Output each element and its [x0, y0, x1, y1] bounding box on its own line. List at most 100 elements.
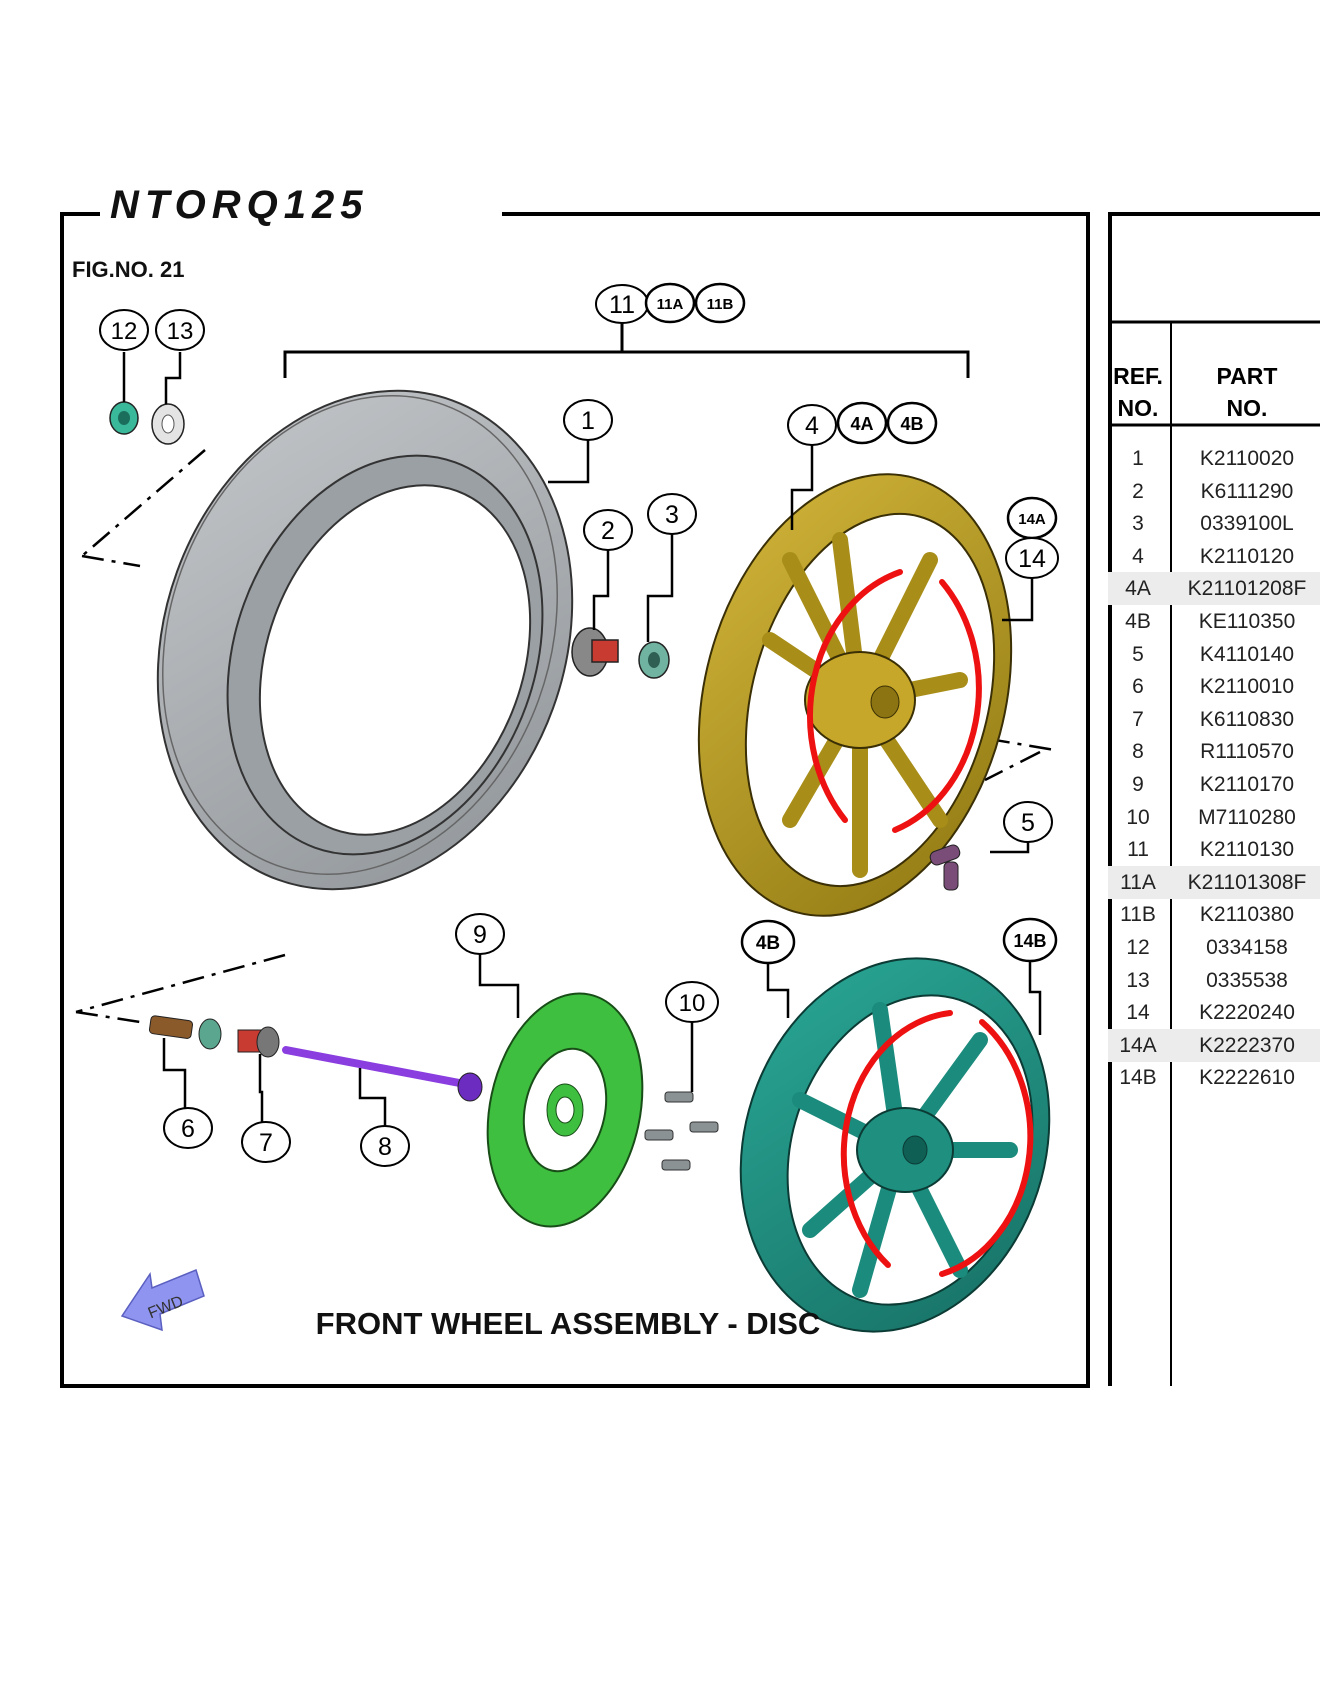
callout-4b-text: 4B	[900, 414, 923, 434]
ref-no-cell: 14	[1126, 1001, 1150, 1025]
part-no-cell: 0334158	[1206, 936, 1288, 959]
callout-12: 12	[99, 309, 149, 351]
callout-5-text: 5	[1021, 809, 1035, 837]
part-no-cell: K2110120	[1199, 544, 1295, 568]
callout-6-text: 6	[181, 1115, 195, 1143]
ref-no-cell: 10	[1126, 805, 1150, 829]
callout-9: 9	[455, 913, 505, 955]
part-no-cell: K2220240	[1199, 1001, 1295, 1025]
ref-no-cell: 6	[1132, 675, 1144, 699]
part-no-cell: K6111290	[1200, 479, 1294, 503]
callout-14a: 14A	[1006, 496, 1058, 540]
callout-11-text: 11	[609, 291, 635, 319]
part-no-cell: K6110830	[1199, 707, 1295, 731]
ref-no-cell: 12	[1126, 936, 1150, 959]
fwd-arrow-icon: FWD	[120, 1268, 205, 1332]
header-part-line2: NO.	[1226, 395, 1268, 421]
callout-11a-text: 11A	[657, 296, 684, 313]
valve-5	[929, 844, 961, 891]
tyre	[156, 389, 574, 891]
gold-wheel-4	[697, 473, 1013, 917]
ref-no-cell: 4B	[1125, 610, 1151, 633]
table-row: 12 0334158	[1108, 931, 1320, 964]
diagram-frame	[60, 212, 1320, 1388]
part-no-cell: K2110130	[1199, 838, 1295, 862]
part-no-cell: K21101208F	[1187, 577, 1307, 601]
callout-4a-text: 4A	[850, 414, 873, 434]
callout-4b-lower-text: 4B	[756, 933, 780, 954]
table-grid	[1110, 320, 1320, 1386]
ref-no-cell: 11	[1127, 838, 1149, 862]
part-no-cell: K2110020	[1199, 447, 1295, 470]
callout-10-text: 10	[679, 990, 706, 1017]
highlight-circle-upper	[807, 569, 982, 833]
table-row: 13 0335538	[1108, 964, 1320, 997]
table-row: 4 K2110120	[1108, 540, 1320, 573]
callout-1-text: 1	[581, 407, 595, 435]
header-ref-line1: REF.	[1113, 363, 1163, 389]
highlight-circle-lower	[840, 1010, 1034, 1277]
table-row: 7 K6110830	[1108, 703, 1320, 736]
bracket-11	[283, 322, 970, 378]
callout-8-text: 8	[378, 1133, 392, 1161]
ref-no-cell: 4	[1132, 544, 1144, 568]
callout-14-text: 14	[1018, 545, 1046, 573]
ref-no-cell: 13	[1126, 968, 1150, 992]
callout-4a: 4A	[836, 401, 888, 445]
axle-8	[282, 1046, 483, 1102]
part-no-cell: KE110350	[1198, 610, 1296, 633]
table-row: 6 K2110010	[1108, 670, 1320, 703]
callout-6: 6	[163, 1107, 213, 1149]
callout-1: 1	[563, 399, 613, 441]
callout-7: 7	[241, 1121, 291, 1163]
ref-no-cell: 9	[1132, 773, 1144, 796]
part-no-cell: K2110170	[1199, 773, 1295, 796]
bolts-10	[644, 1091, 719, 1171]
table-row: 11 K2110130	[1108, 833, 1320, 866]
spacer-7	[237, 1026, 280, 1058]
brand-logo-text: NTORQ125	[110, 183, 368, 227]
header-ref: REF. NO.	[1108, 360, 1168, 424]
ref-no-cell: 3	[1132, 512, 1144, 536]
callout-13-text: 13	[167, 318, 194, 345]
callout-11: 11	[595, 284, 649, 324]
figure-number: FIG.NO. 21	[72, 257, 184, 282]
part-no-cell: 0335538	[1206, 968, 1288, 992]
part-no-cell: 0339100L	[1200, 512, 1294, 536]
part-no-cell: K2110010	[1199, 675, 1295, 699]
table-row: 9 K2110170	[1108, 768, 1320, 801]
table-row: 3 0339100L	[1108, 507, 1320, 540]
washer-13	[151, 403, 185, 445]
ref-no-cell: 14A	[1119, 1033, 1157, 1057]
callout-3-text: 3	[665, 501, 679, 529]
teal-wheel-4b	[739, 957, 1051, 1333]
spacer-2	[571, 627, 619, 677]
part-no-cell: K2222370	[1199, 1033, 1295, 1057]
ref-no-cell: 7	[1132, 707, 1144, 731]
header-part: PART NO.	[1174, 360, 1320, 424]
callout-9-text: 9	[473, 921, 487, 949]
part-no-cell: K2222610	[1199, 1066, 1295, 1090]
callout-4: 4	[787, 404, 837, 446]
callout-14a-text: 14A	[1018, 511, 1046, 528]
table-row: 14 K2220240	[1108, 996, 1320, 1029]
callout-8: 8	[360, 1125, 410, 1167]
brake-disc-9	[486, 992, 644, 1228]
ref-no-cell: 5	[1132, 642, 1144, 666]
ref-no-cell: 2	[1132, 479, 1144, 503]
figure-title: FRONT WHEEL ASSEMBLY - DISC	[316, 1306, 821, 1341]
callout-14b: 14B	[1002, 917, 1058, 963]
ref-no-cell: 4A	[1125, 577, 1151, 601]
header-part-line1: PART	[1216, 363, 1278, 389]
table-row: 2 K6111290	[1108, 475, 1320, 508]
callout-14: 14	[1005, 537, 1059, 579]
callout-11b-text: 11B	[707, 296, 734, 313]
